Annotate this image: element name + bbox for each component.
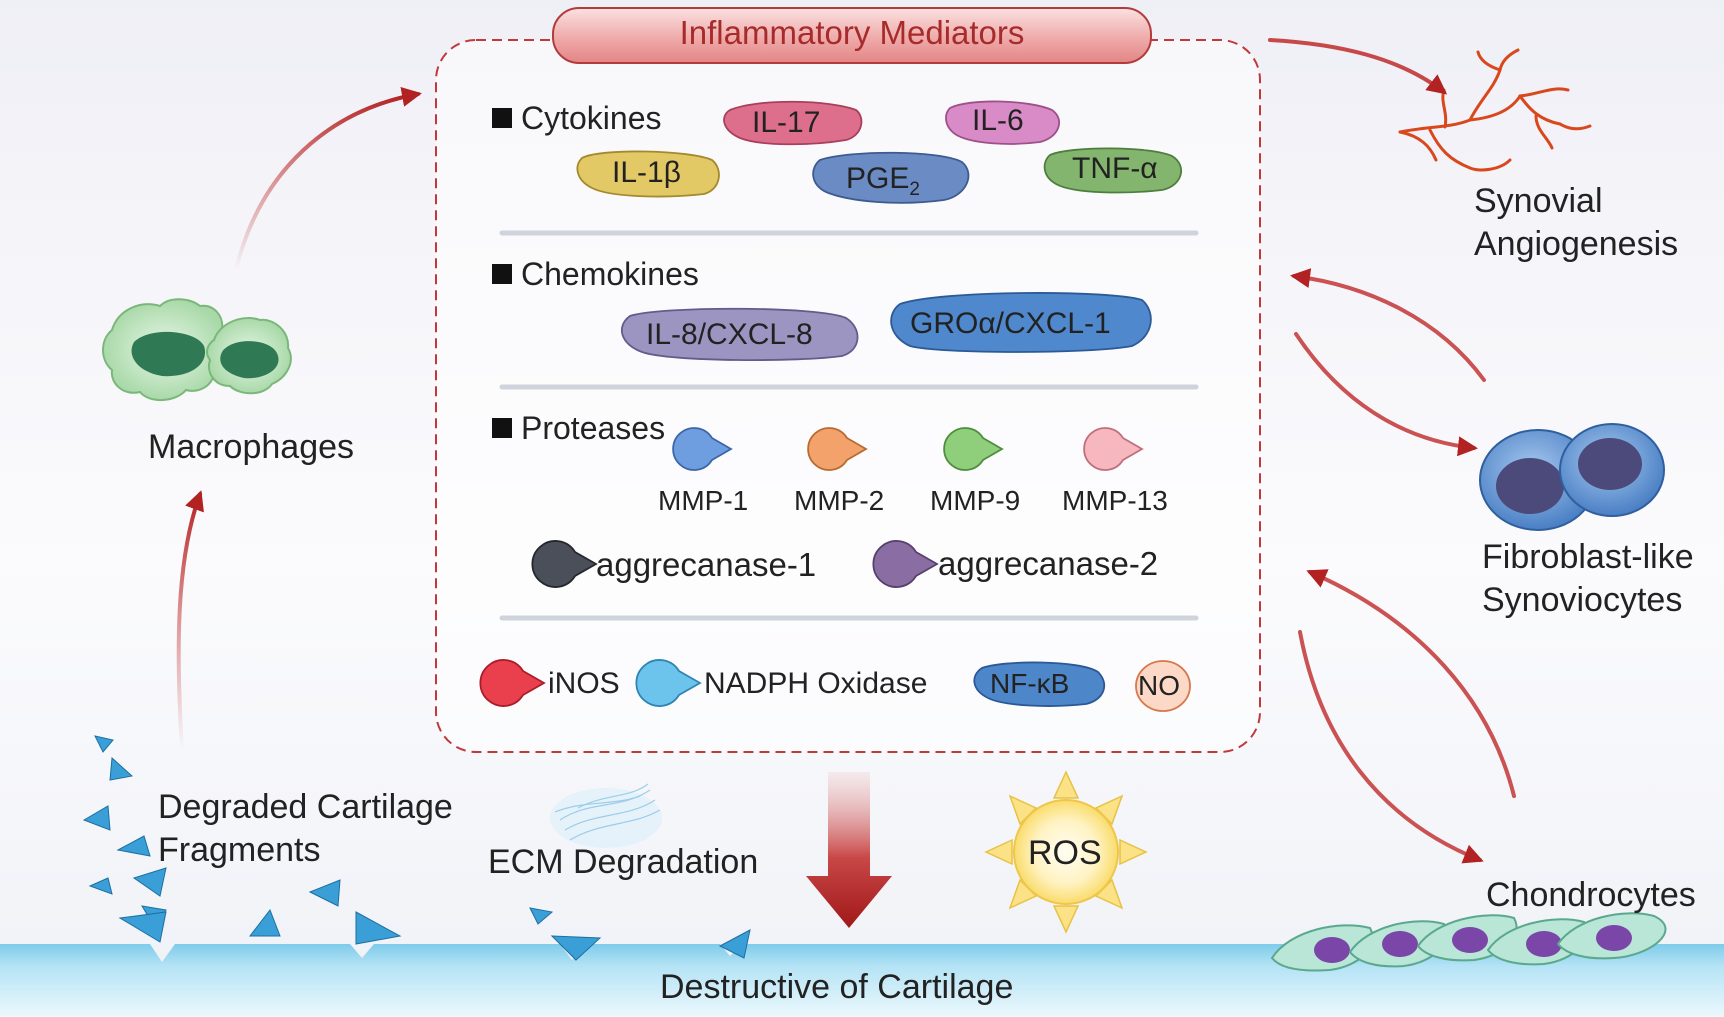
aggrecanase2-pacman [872,540,939,588]
nfkb-label: NF-κB [990,668,1070,699]
cytokine-il6: IL-6 [972,104,1024,137]
pge2-blob [812,151,970,204]
degraded-label-line2: Fragments [158,831,321,869]
il1b-blob [576,150,720,198]
protease-pacmen [531,427,1144,588]
cartilage-fragments [82,735,751,961]
tnfa-blob [1043,147,1183,194]
destructive-label: Destructive of Cartilage [660,968,1014,1006]
cytokine-tnfa: TNF-α [1072,152,1158,185]
blood-vessels [1398,48,1592,172]
arrow-box-to-angiogenesis [1268,38,1448,95]
aggrecanase2-label: aggrecanase-2 [938,545,1159,582]
nadph-pacman [635,659,702,707]
mediators-dashed-box [435,39,1261,753]
aggrecanase1-pacman [531,540,598,588]
cytokines-label: Cytokines [521,100,662,136]
chondrocyte-cells [1270,912,1667,972]
bullet-square [492,263,512,284]
nadph-label: NADPH Oxidase [704,667,928,700]
ros-label: ROS [1028,834,1102,872]
chemokine-groa: GROα/CXCL-1 [910,307,1111,340]
section-cytokines: Cytokines [492,100,662,137]
mmp1-pacman [672,427,733,471]
chemokine-il8: IL-8/CXCL-8 [646,318,813,351]
degraded-label-line1: Degraded Cartilage [158,788,453,826]
cytokine-blobs [576,100,1183,204]
section-chemokines: Chemokines [492,256,699,293]
chemokine-blobs [620,292,1152,361]
mmp9-pacman [943,427,1004,471]
synovial-label-line2: Angiogenesis [1474,225,1679,263]
il8-blob [620,307,859,361]
ecm-label: ECM Degradation [488,843,759,881]
fls-label-line2: Synoviocytes [1482,581,1683,619]
ros-sun [984,770,1148,934]
title-pill [552,7,1152,64]
arrow-chondrocytes-to-box [1306,569,1516,798]
big-down-arrow [806,772,892,928]
arrow-box-to-fls [1294,332,1478,457]
bullet-square [492,107,512,128]
flow-arrows [176,38,1516,864]
mmp13-label: MMP-13 [1062,485,1168,516]
chondrocytes-label: Chondrocytes [1486,876,1696,914]
aggrecanase1-label: aggrecanase-1 [596,546,817,583]
pge-subscript: 2 [909,179,920,200]
macrophages-label: Macrophages [148,428,355,466]
inos-pacman [479,659,546,707]
chemokines-label: Chemokines [521,256,699,292]
mmp1-label: MMP-1 [658,485,749,516]
ecm-fibers [550,783,662,848]
synovial-label-line1: Synovial [1474,182,1603,220]
arrow-fragments-to-macrophages [176,490,204,752]
pge-text: PGE [846,162,910,195]
arrow-fls-to-box [1290,268,1486,382]
no-label: NO [1138,670,1180,701]
cytokine-il1b: IL-1β [612,156,681,189]
groa-blob [890,292,1152,353]
no-circle [1135,660,1191,712]
mmp2-pacman [807,427,868,471]
cytokine-il17: IL-17 [752,106,821,139]
il17-blob [723,100,863,146]
cytokine-pge2: PGE2 [846,162,920,201]
inos-label: iNOS [548,667,620,700]
arrow-box-to-chondrocytes [1298,630,1484,864]
section-proteases: Proteases [492,410,665,447]
macrophages-cells [102,298,292,401]
fls-cells [1479,423,1665,531]
mmp13-pacman [1083,427,1144,471]
mmp2-label: MMP-2 [794,485,885,516]
bottom-row-shapes [479,659,1191,712]
section-dividers [499,230,1199,621]
nfkb-blob [973,661,1106,707]
bullet-square [492,417,512,438]
proteases-label: Proteases [521,410,666,446]
arrow-macrophages-to-box [234,87,422,272]
fls-label-line1: Fibroblast-like [1482,538,1694,576]
il6-blob [945,100,1060,145]
diagram-title: Inflammatory Mediators [679,14,1025,51]
mmp9-label: MMP-9 [930,485,1021,516]
